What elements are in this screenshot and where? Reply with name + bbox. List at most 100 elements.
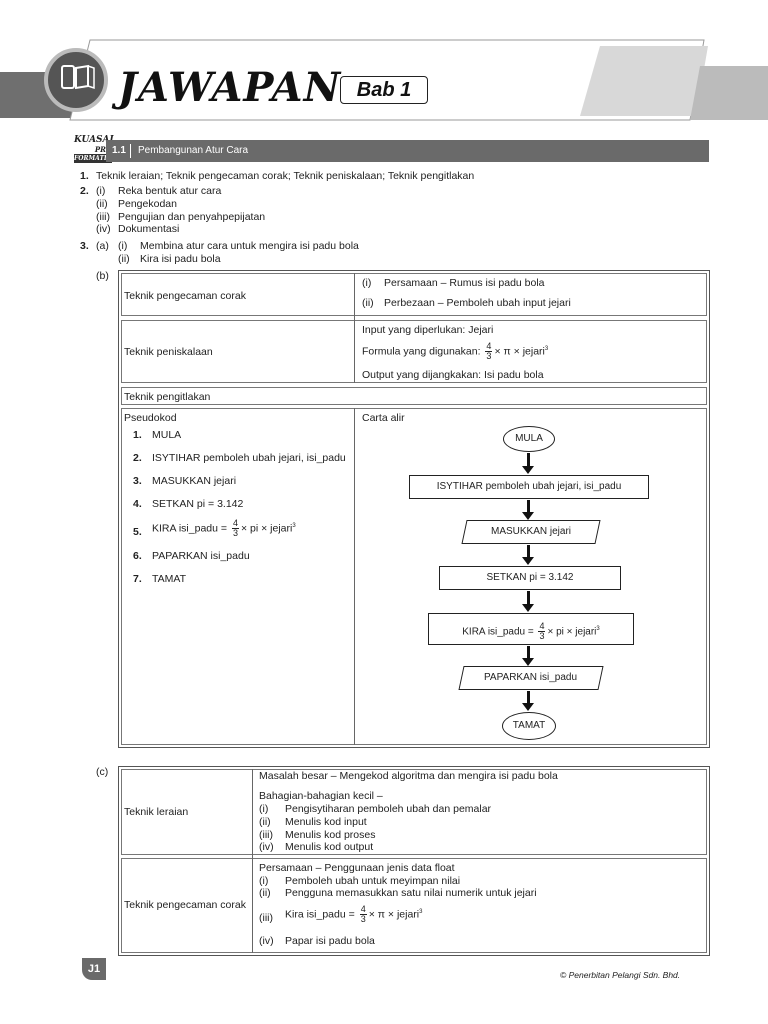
pseudo-num: 6. — [133, 550, 142, 562]
page-number: J1 — [82, 958, 106, 980]
chapter-label: Bab 1 — [340, 76, 428, 104]
book-tablet-icon — [44, 48, 108, 112]
cell-text: Menulis kod proses — [285, 829, 376, 841]
flow-declare-process: ISYTIHAR pemboleh ubah jejari, isi_padu — [409, 475, 649, 499]
table-b-row — [121, 387, 707, 405]
cell-label: Teknik pengitlakan — [124, 391, 211, 403]
cell-roman: (iii) — [259, 912, 273, 924]
flow-input-parallelogram: MASUKKAN jejari — [461, 520, 601, 544]
cell-text: Menulis kod output — [285, 841, 374, 853]
q2-number: 2. — [80, 185, 89, 197]
cell-label: Teknik peniskalaan — [124, 346, 213, 358]
flow-arrow — [522, 691, 534, 711]
kuasai-pro-badge: KUASAI PRO FORMATIF — [74, 135, 114, 163]
cell-roman: (ii) — [259, 816, 271, 828]
cell-roman: (i) — [259, 875, 269, 887]
section-number: 1.1 — [112, 145, 126, 156]
cell-text: Menulis kod input — [285, 816, 367, 828]
page-title: JAWAPAN — [118, 64, 342, 111]
table-b-row — [121, 273, 707, 316]
q3a-roman: (ii) — [118, 253, 130, 265]
q2-item: Dokumentasi — [118, 223, 180, 235]
pseudo-step: MASUKKAN jejari — [152, 475, 237, 487]
input-needed: Input yang diperlukan: Jejari — [362, 324, 494, 336]
q3a-item: Kira isi padu bola — [140, 253, 221, 265]
flow-arrow — [522, 646, 534, 666]
q3a-item: Membina atur cara untuk mengira isi padu… — [140, 240, 359, 252]
copyright: © Penerbitan Pelangi Sdn. Bhd. — [560, 970, 681, 980]
flow-set-process: SETKAN pi = 3.142 — [439, 566, 621, 590]
flow-end-terminal: TAMAT — [502, 712, 556, 740]
flow-output-parallelogram: PAPARKAN isi_padu — [458, 666, 604, 690]
cell-text: Pengguna memasukkan satu nilai numerik u… — [285, 887, 537, 899]
cell-label: Teknik pengecaman corak — [124, 290, 246, 302]
table-b-row — [121, 320, 707, 383]
pseudo-num: 2. — [133, 452, 142, 464]
section-bar: 1.1 Pembangunan Atur Cara — [106, 140, 709, 162]
section-title: Pembangunan Atur Cara — [138, 145, 249, 156]
table-c-row — [121, 769, 707, 855]
q3-number: 3. — [80, 240, 89, 252]
cell-text: Perbezaan – Pemboleh ubah input jejari — [384, 297, 571, 309]
cell-roman: (i) — [259, 803, 269, 815]
masalah-besar: Masalah besar – Mengekod algoritma dan m… — [259, 770, 558, 782]
cell-text: Pengisytiharan pemboleh ubah dan pemalar — [285, 803, 492, 815]
table-divider — [252, 769, 253, 953]
q2-roman: (ii) — [96, 198, 108, 210]
q2-item: Pengujian dan penyahpepijatan — [118, 211, 266, 223]
q3-part-a: (a) — [96, 240, 109, 252]
q2-roman: (i) — [96, 185, 106, 197]
table-divider — [354, 408, 355, 745]
cell-roman: (iv) — [259, 935, 274, 947]
q1-text: Teknik leraian; Teknik pengecaman corak;… — [96, 170, 475, 182]
flow-arrow — [522, 500, 534, 520]
cell-roman: (iv) — [259, 841, 274, 853]
bahagian-kecil: Bahagian-bahagian kecil – — [259, 790, 383, 802]
q2-item: Pengekodan — [118, 198, 177, 210]
persamaan: Persamaan – Penggunaan jenis data float — [259, 862, 455, 874]
q3-part-b: (b) — [96, 270, 109, 282]
pseudocode-title: Pseudokod — [124, 412, 177, 424]
q1-number: 1. — [80, 170, 89, 182]
table-b-row — [121, 408, 707, 745]
pseudo-step: SETKAN pi = 3.142 — [152, 498, 244, 510]
pseudo-num: 4. — [133, 498, 142, 510]
flow-start-terminal: MULA — [503, 426, 555, 452]
q3a-roman: (i) — [118, 240, 128, 252]
flow-arrow — [522, 453, 534, 474]
pseudo-num: 1. — [133, 429, 142, 441]
cell-roman: (iii) — [259, 829, 273, 841]
cell-text: Pemboleh ubah untuk meyimpan nilai — [285, 875, 461, 887]
table-c-row — [121, 858, 707, 953]
pseudo-num: 5. — [133, 526, 142, 538]
cell-text: Papar isi padu bola — [285, 935, 375, 947]
table-b — [118, 270, 710, 748]
flow-arrow — [522, 591, 534, 612]
cell-roman: (i) — [362, 277, 372, 289]
flowchart-title: Carta alir — [362, 412, 405, 424]
cell-roman: (ii) — [362, 297, 374, 309]
pseudo-num: 7. — [133, 573, 142, 585]
q2-item: Reka bentuk atur cara — [118, 185, 222, 197]
q2-roman: (iii) — [96, 211, 110, 223]
section-divider — [130, 144, 131, 158]
pseudo-step: PAPARKAN isi_padu — [152, 550, 250, 562]
cell-label: Teknik pengecaman corak — [124, 899, 246, 911]
pseudo-step: ISYTIHAR pemboleh ubah jejari, isi_padu — [152, 452, 346, 464]
pseudo-step: TAMAT — [152, 573, 187, 585]
cell-label: Teknik leraian — [124, 806, 189, 818]
flow-arrow — [522, 545, 534, 565]
q2-roman: (iv) — [96, 223, 111, 235]
table-c — [118, 766, 710, 956]
q3-part-c: (c) — [96, 766, 109, 778]
cell-roman: (ii) — [259, 887, 271, 899]
pseudo-num: 3. — [133, 475, 142, 487]
output-expected: Output yang dijangkakan: Isi padu bola — [362, 369, 544, 381]
